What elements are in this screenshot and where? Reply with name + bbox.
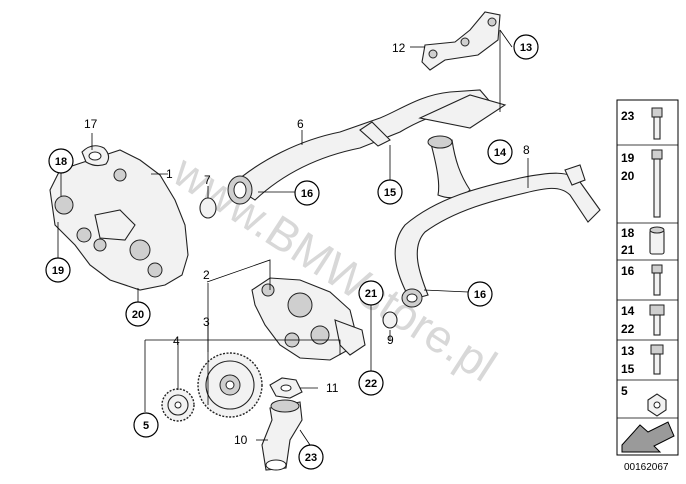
callout-circle-23: 23 bbox=[298, 444, 324, 470]
svg-text:13: 13 bbox=[520, 42, 532, 54]
nut-icon bbox=[647, 393, 667, 417]
oil-pump-housing-part bbox=[49, 149, 189, 291]
callout-circle-14: 14 bbox=[487, 139, 513, 165]
svg-text:20: 20 bbox=[132, 309, 144, 321]
callout-3: 3 bbox=[203, 315, 210, 329]
legend-label-13: 13 bbox=[621, 344, 635, 358]
legend-label-21: 21 bbox=[621, 243, 635, 257]
callout-1: 1 bbox=[166, 167, 173, 181]
leader-lines bbox=[57, 29, 529, 446]
callout-4: 4 bbox=[173, 334, 180, 348]
callout-17: 17 bbox=[84, 117, 98, 131]
legend-label-14: 14 bbox=[621, 304, 635, 318]
callout-circle-13: 13 bbox=[513, 34, 539, 60]
document-id: 00162067 bbox=[624, 462, 669, 473]
callout-7: 7 bbox=[204, 173, 211, 187]
sprocket-part-3 bbox=[197, 352, 263, 418]
fastener-legend: 23 19 20 18 21 16 14 22 bbox=[616, 99, 679, 456]
bolt-icon bbox=[650, 344, 664, 375]
legend-label-19: 19 bbox=[621, 151, 635, 165]
sprocket-part-4 bbox=[161, 388, 195, 422]
callout-circle-16-lower: 16 bbox=[467, 281, 493, 307]
callout-circle-18: 18 bbox=[48, 148, 74, 174]
callout-2: 2 bbox=[203, 268, 210, 282]
legend-label-18: 18 bbox=[621, 226, 635, 240]
callout-circle-19: 19 bbox=[45, 257, 71, 283]
svg-text:5: 5 bbox=[143, 420, 149, 432]
legend-label-5: 5 bbox=[621, 384, 628, 398]
long-bolt-icon bbox=[651, 149, 663, 218]
callout-12: 12 bbox=[392, 41, 406, 55]
direction-arrow-icon bbox=[621, 421, 675, 453]
callout-circle-21: 21 bbox=[358, 280, 384, 306]
bolt-icon bbox=[651, 264, 663, 296]
callout-circle-15: 15 bbox=[377, 179, 403, 205]
legend-label-20: 20 bbox=[621, 169, 635, 183]
gasket-part-17 bbox=[81, 145, 110, 167]
oil-pipe-part-8 bbox=[394, 164, 601, 308]
svg-text:15: 15 bbox=[384, 187, 396, 199]
callout-circle-5: 5 bbox=[133, 412, 159, 438]
sleeve-icon bbox=[649, 226, 665, 255]
bolt-icon bbox=[651, 107, 663, 140]
callout-circle-20: 20 bbox=[125, 301, 151, 327]
callout-6: 6 bbox=[297, 117, 304, 131]
circled-callouts: 13 14 15 16 16 18 19 20 bbox=[45, 34, 539, 470]
svg-text:21: 21 bbox=[365, 288, 377, 300]
svg-text:14: 14 bbox=[494, 147, 507, 159]
callout-circle-16-upper: 16 bbox=[294, 180, 320, 206]
svg-text:18: 18 bbox=[55, 156, 67, 168]
legend-label-16: 16 bbox=[621, 264, 635, 278]
callout-8: 8 bbox=[523, 143, 530, 157]
svg-text:19: 19 bbox=[52, 265, 64, 277]
oil-pickup-strainer bbox=[418, 94, 507, 199]
callout-10: 10 bbox=[234, 433, 248, 447]
legend-label-15: 15 bbox=[621, 362, 635, 376]
callout-9: 9 bbox=[387, 333, 394, 347]
svg-text:22: 22 bbox=[365, 378, 377, 390]
callout-11: 11 bbox=[326, 381, 339, 395]
bracket-part-12 bbox=[421, 11, 501, 71]
svg-text:16: 16 bbox=[301, 188, 313, 200]
legend-label-23: 23 bbox=[621, 109, 635, 123]
o-ring-part-7 bbox=[199, 197, 217, 219]
o-ring-part-9 bbox=[382, 311, 398, 329]
plain-callouts: 1 2 3 4 6 7 8 9 10 11 12 17 bbox=[84, 41, 530, 447]
svg-text:23: 23 bbox=[305, 452, 317, 464]
callout-circle-22: 22 bbox=[358, 370, 384, 396]
intake-pipe-part-10 bbox=[261, 399, 303, 471]
gasket-part-11 bbox=[269, 377, 303, 399]
legend-label-22: 22 bbox=[621, 322, 635, 336]
svg-text:16: 16 bbox=[474, 289, 486, 301]
flange-bolt-icon bbox=[649, 304, 665, 336]
